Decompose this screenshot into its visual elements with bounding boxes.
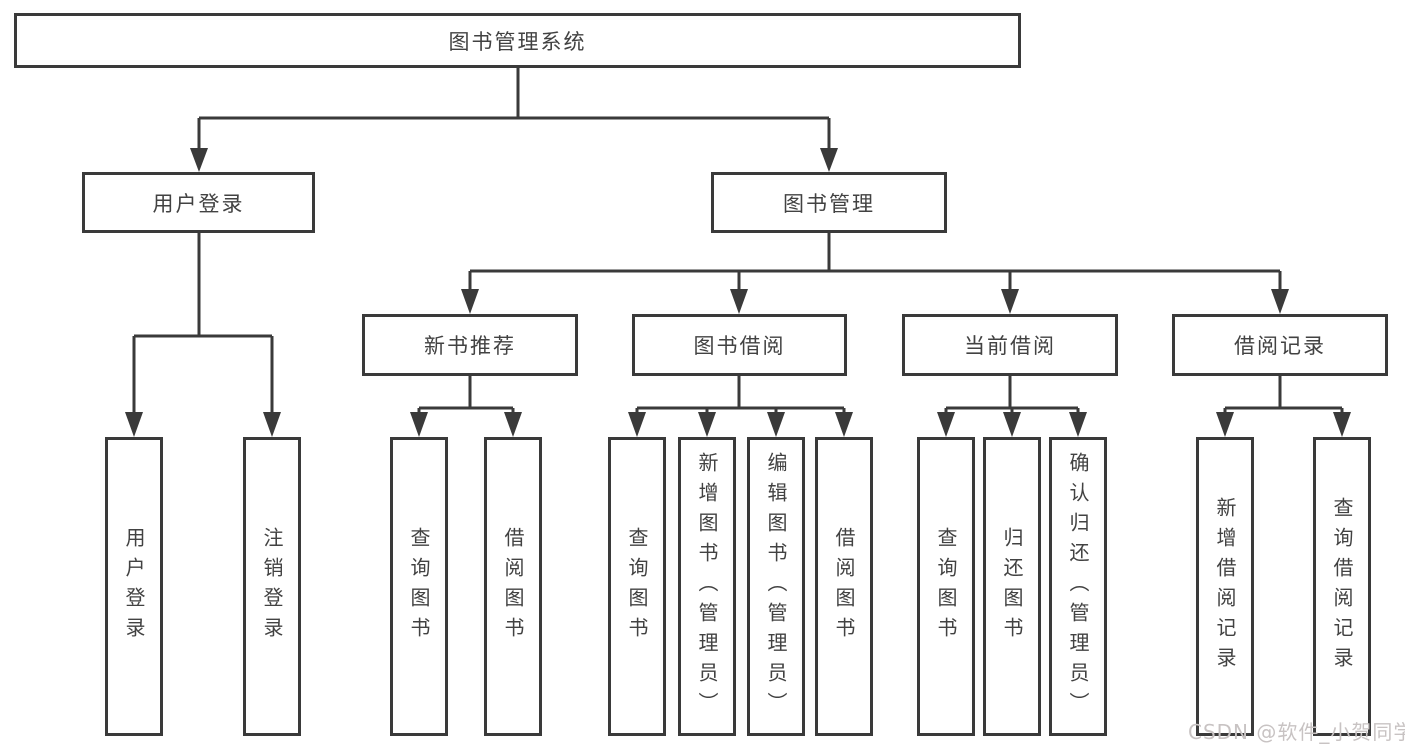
connector-book-borrow-split bbox=[635, 376, 846, 416]
leaf-user-login: 用户登录 bbox=[105, 437, 163, 736]
arrowhead bbox=[1271, 289, 1289, 314]
connector-borrow-records-split bbox=[1223, 376, 1344, 416]
leaf-recommend-query-books: 查询图书 bbox=[390, 437, 448, 736]
arrowhead bbox=[125, 412, 143, 437]
arrowhead bbox=[1333, 412, 1351, 437]
arrowhead bbox=[461, 289, 479, 314]
arrowhead bbox=[820, 148, 838, 172]
leaf-label: 查询图书 bbox=[625, 526, 649, 647]
node-new-book-recommend: 新书推荐 bbox=[362, 314, 578, 376]
leaf-logout-login: 注销登录 bbox=[243, 437, 301, 736]
leaf-borrow-edit-books-admin: 编辑图书（管理员） bbox=[747, 437, 805, 736]
arrowhead bbox=[937, 412, 955, 437]
leaf-label: 归还图书 bbox=[1000, 526, 1024, 647]
node-current-borrowing: 当前借阅 bbox=[902, 314, 1118, 376]
node-borrowing-records: 借阅记录 bbox=[1172, 314, 1388, 376]
leaf-label: 新增图书（管理员） bbox=[695, 451, 719, 722]
connector-book-management-split bbox=[468, 233, 1282, 291]
leaf-recommend-borrow-books: 借阅图书 bbox=[484, 437, 542, 736]
leaf-current-return-books: 归还图书 bbox=[983, 437, 1041, 736]
leaf-label: 查询图书 bbox=[934, 526, 958, 647]
arrowhead bbox=[504, 412, 522, 437]
arrowhead bbox=[835, 412, 853, 437]
arrowhead bbox=[410, 412, 428, 437]
connector-user-login-split bbox=[132, 233, 274, 414]
leaf-label: 查询图书 bbox=[407, 526, 431, 647]
arrowhead bbox=[1216, 412, 1234, 437]
leaf-borrow-add-books-admin: 新增图书（管理员） bbox=[678, 437, 736, 736]
node-user-login: 用户登录 bbox=[82, 172, 315, 233]
arrowhead bbox=[1069, 412, 1087, 437]
node-root: 图书管理系统 bbox=[14, 13, 1021, 68]
arrowhead bbox=[698, 412, 716, 437]
node-book-management: 图书管理 bbox=[711, 172, 947, 233]
arrowhead bbox=[263, 412, 281, 437]
arrowhead bbox=[767, 412, 785, 437]
arrowhead bbox=[190, 148, 208, 172]
leaf-label: 编辑图书（管理员） bbox=[764, 451, 788, 722]
connector-current-borrow-split bbox=[944, 376, 1080, 416]
leaf-label: 确认归还（管理员） bbox=[1066, 451, 1090, 722]
arrowhead bbox=[1001, 289, 1019, 314]
leaf-label: 查询借阅记录 bbox=[1330, 496, 1354, 677]
connector-root-split bbox=[197, 68, 831, 150]
leaf-records-query-borrow-record: 查询借阅记录 bbox=[1313, 437, 1371, 736]
connector-new-book-split bbox=[417, 376, 515, 416]
leaf-records-add-borrow-record: 新增借阅记录 bbox=[1196, 437, 1254, 736]
arrowhead bbox=[1003, 412, 1021, 437]
watermark: CSDN @软件_小贺同学 bbox=[1188, 720, 1405, 744]
arrowhead bbox=[628, 412, 646, 437]
leaf-label: 注销登录 bbox=[260, 526, 284, 647]
node-book-borrowing: 图书借阅 bbox=[632, 314, 847, 376]
leaf-label: 用户登录 bbox=[122, 526, 146, 647]
leaf-current-confirm-return-admin: 确认归还（管理员） bbox=[1049, 437, 1107, 736]
leaf-label: 新增借阅记录 bbox=[1213, 496, 1237, 677]
leaf-label: 借阅图书 bbox=[832, 526, 856, 647]
arrowhead bbox=[730, 289, 748, 314]
leaf-current-query-books: 查询图书 bbox=[917, 437, 975, 736]
leaf-borrow-query-books: 查询图书 bbox=[608, 437, 666, 736]
leaf-label: 借阅图书 bbox=[501, 526, 525, 647]
leaf-borrow-borrow-books: 借阅图书 bbox=[815, 437, 873, 736]
